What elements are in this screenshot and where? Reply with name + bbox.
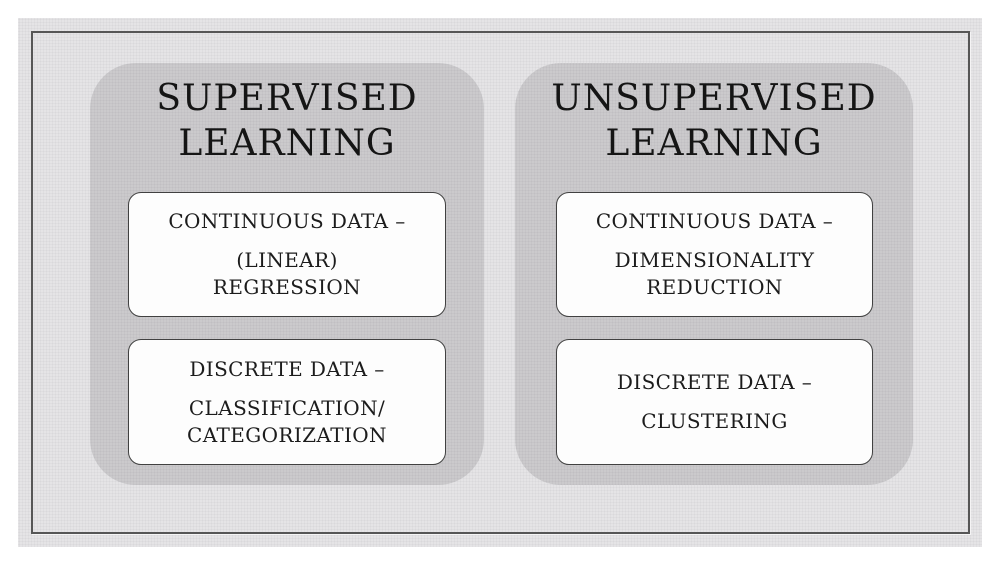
box-detail: CLUSTERING: [641, 409, 788, 433]
box-heading: DISCRETE DATA –: [189, 356, 385, 381]
box-detail: DIMENSIONALITY REDUCTION: [614, 248, 815, 299]
supervised-panel-title: SUPERVISED LEARNING: [156, 78, 418, 164]
box-heading: CONTINUOUS DATA –: [168, 209, 406, 233]
unsupervised-discrete-box: DISCRETE DATA – CLUSTERING: [556, 339, 873, 465]
supervised-continuous-box: CONTINUOUS DATA – (LINEAR) REGRESSION: [128, 192, 446, 317]
box-heading: CONTINUOUS DATA –: [595, 209, 834, 233]
unsupervised-continuous-box: CONTINUOUS DATA – DIMENSIONALITY REDUCTI…: [556, 192, 873, 317]
slide-canvas: SUPERVISED LEARNING CONTINUOUS DATA – (L…: [18, 18, 982, 547]
box-detail: CLASSIFICATION/ CATEGORIZATION: [187, 395, 387, 447]
unsupervised-learning-panel: UNSUPERVISED LEARNING CONTINUOUS DATA – …: [515, 63, 913, 485]
supervised-learning-panel: SUPERVISED LEARNING CONTINUOUS DATA – (L…: [90, 63, 484, 485]
box-heading: DISCRETE DATA –: [616, 370, 813, 394]
box-detail: (LINEAR) REGRESSION: [212, 248, 362, 299]
supervised-discrete-box: DISCRETE DATA – CLASSIFICATION/ CATEGORI…: [128, 339, 446, 465]
unsupervised-panel-title: UNSUPERVISED LEARNING: [551, 78, 877, 164]
